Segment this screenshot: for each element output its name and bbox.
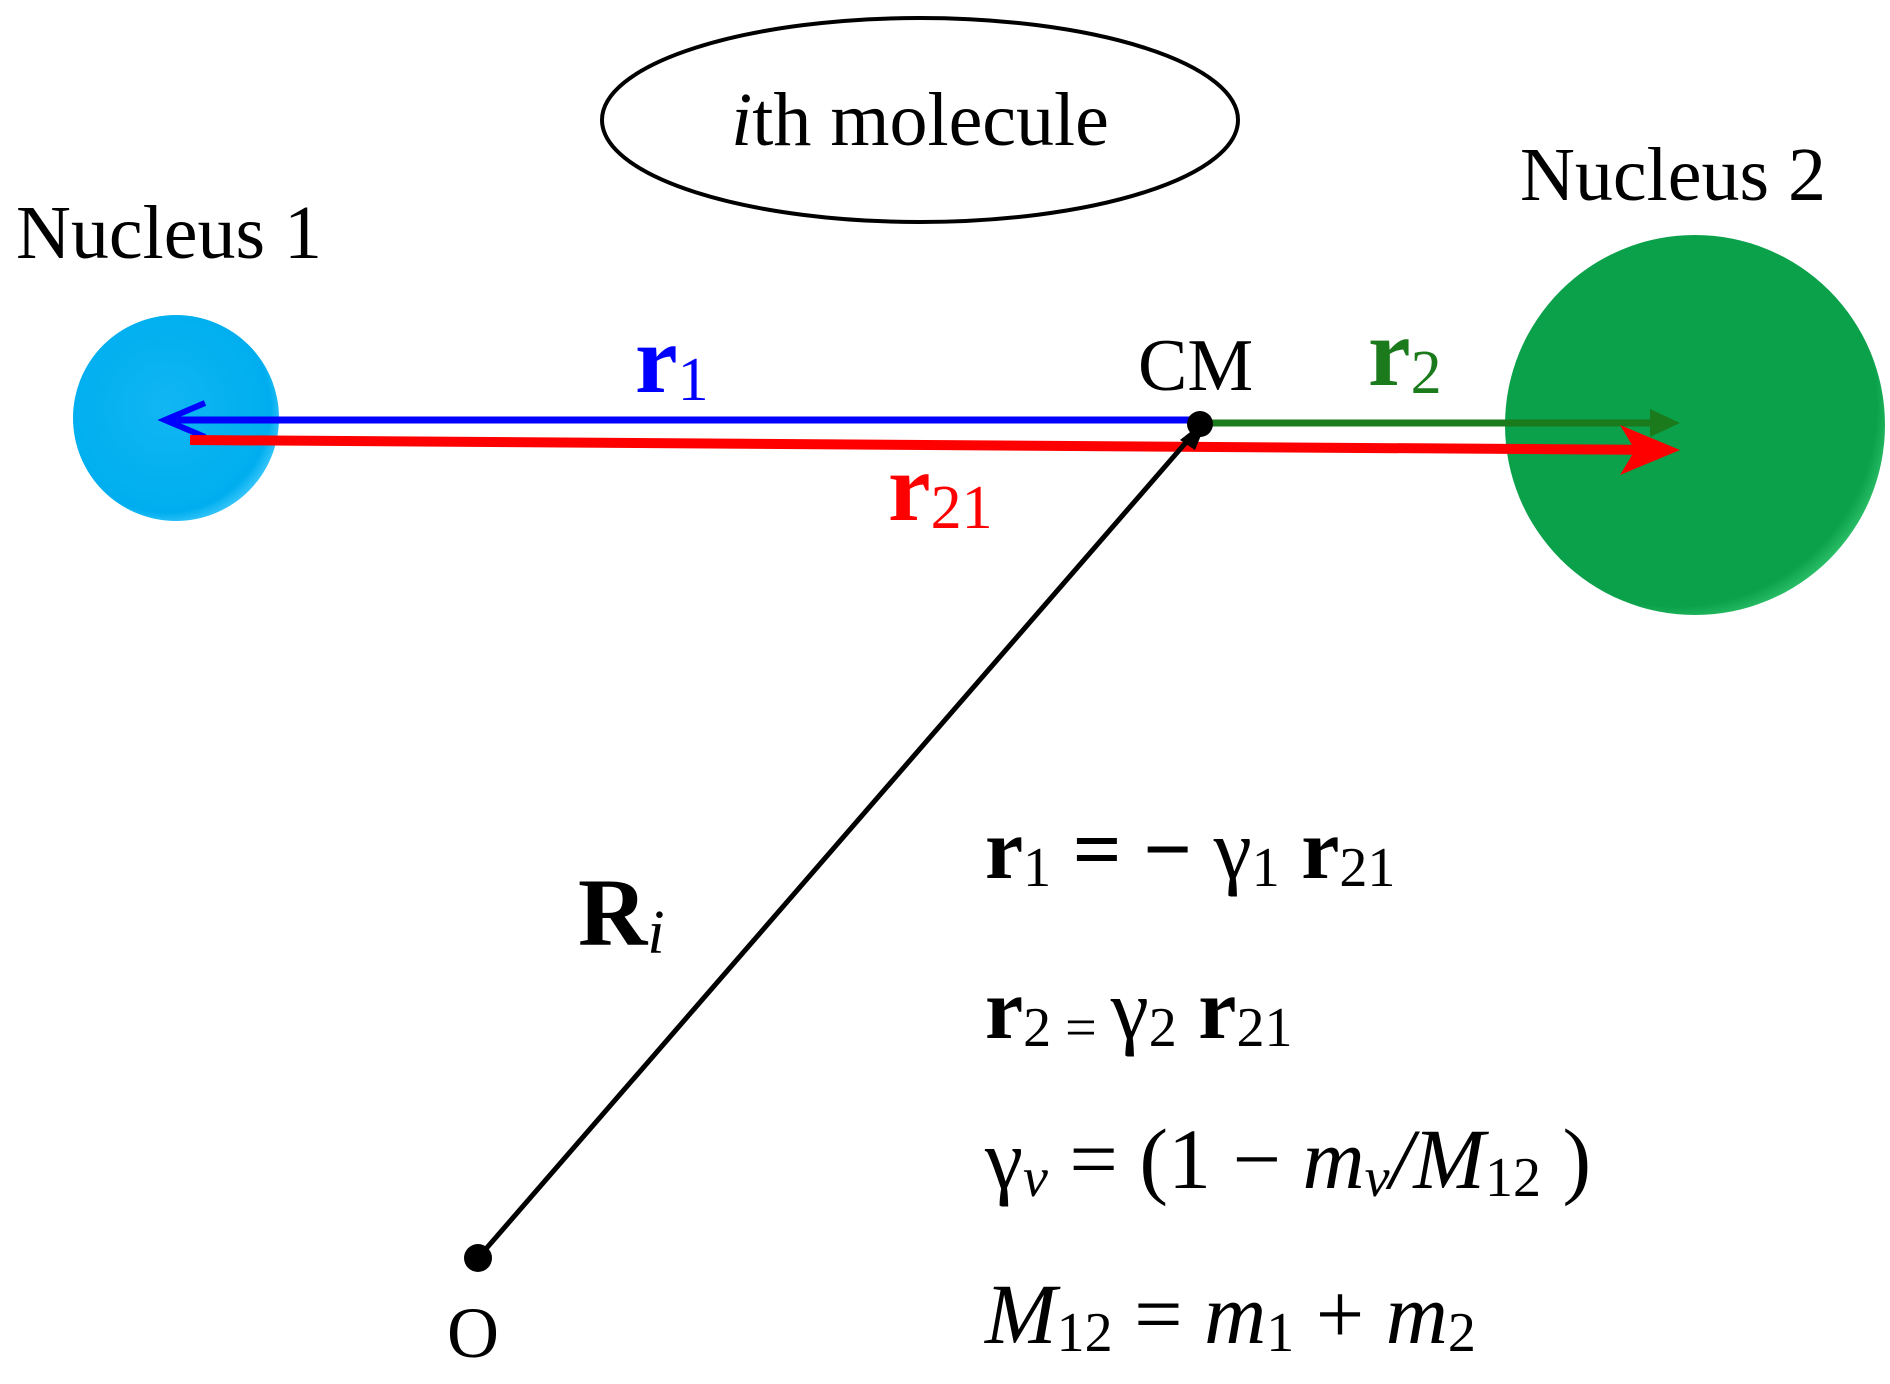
nucleus-1-label: Nucleus 1 <box>16 191 322 275</box>
r21-label: r21 <box>888 434 993 542</box>
cm-label: CM <box>1138 325 1253 407</box>
equation-M12: M12 = m1 + m2 <box>983 1266 1476 1364</box>
r2-label: r2 <box>1368 299 1442 407</box>
origin-point <box>464 1244 492 1272</box>
equation-gamma: γν = (1 − mν/M12 ) <box>984 1111 1591 1209</box>
r1-label: r1 <box>635 306 709 414</box>
equation-r1: r1 = − γ1 r21 <box>985 801 1395 899</box>
molecule-title-text: ith molecule <box>731 78 1109 162</box>
molecule-title-ellipse <box>600 16 1240 224</box>
nucleus-2-label: Nucleus 2 <box>1520 133 1826 217</box>
vector-r1 <box>157 400 1200 440</box>
Ri-label: Ri <box>578 859 665 967</box>
nucleus-2 <box>1505 235 1885 615</box>
cm-point <box>1187 411 1213 437</box>
vector-r2 <box>1200 409 1680 437</box>
vector-r21 <box>189 425 1680 475</box>
origin-label: O <box>447 1293 499 1373</box>
equation-r2: r2 = γ2 r21 <box>985 961 1292 1059</box>
molecule-title: ith molecule <box>600 16 1240 224</box>
